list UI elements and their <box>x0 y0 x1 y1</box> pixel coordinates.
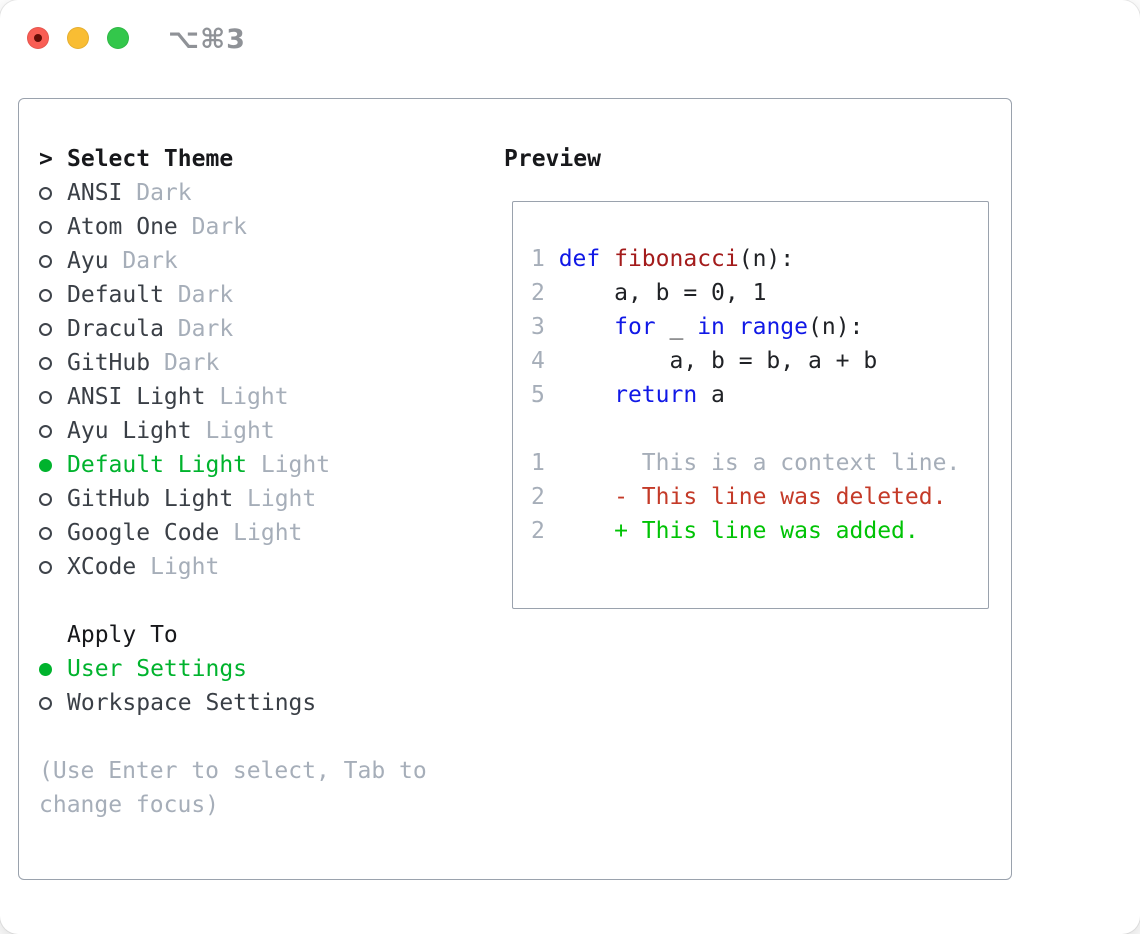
traffic-lights <box>27 27 129 49</box>
theme-variant: Light <box>219 384 289 410</box>
radio-icon <box>39 492 67 506</box>
blank-line <box>531 412 988 446</box>
theme-variant: Dark <box>191 214 248 240</box>
theme-variant: Dark <box>177 316 234 342</box>
radio-icon <box>39 288 67 302</box>
theme-name: Ayu Light <box>67 418 192 444</box>
theme-option-default-light[interactable]: Default Light Light <box>39 448 504 482</box>
theme-option-ansi-light[interactable]: ANSI Light Light <box>39 380 504 414</box>
apply-option-workspace-settings[interactable]: Workspace Settings <box>39 686 504 720</box>
apply-option-user-settings[interactable]: User Settings <box>39 652 504 686</box>
code-line: 2 + This line was added. <box>531 518 919 544</box>
radio-icon <box>39 390 67 404</box>
radio-icon <box>39 254 67 268</box>
apply-option-label: Workspace Settings <box>67 690 317 716</box>
radio-icon <box>39 356 67 370</box>
theme-name: XCode <box>67 554 137 580</box>
preview-title: Preview <box>504 146 601 172</box>
line-number: 5 <box>531 382 559 408</box>
theme-option-ansi[interactable]: ANSI Dark <box>39 176 504 210</box>
theme-name: ANSI Light <box>67 384 206 410</box>
theme-list-header: > Select Theme <box>39 142 504 176</box>
line-number: 1 <box>531 246 559 272</box>
theme-name: Default Light <box>67 452 248 478</box>
radio-icon <box>39 526 67 540</box>
theme-option-atom-one[interactable]: Atom One Dark <box>39 210 504 244</box>
theme-name: Google Code <box>67 520 220 546</box>
apply-to-title: Apply To <box>67 622 178 648</box>
preview-pane: Preview 1 def fibonacci(n): 2 a, b = 0, 1… <box>504 142 1011 609</box>
line-number: 2 <box>531 484 559 510</box>
radio-icon <box>39 186 67 200</box>
focus-arrow-icon: > <box>39 146 53 172</box>
theme-name: Atom One <box>67 214 178 240</box>
keyboard-shortcut-label: ⌥⌘3 <box>168 24 246 55</box>
theme-name: Ayu <box>67 248 109 274</box>
theme-variant: Light <box>247 486 317 512</box>
theme-variant: Light <box>150 554 220 580</box>
preview-code: 1 def fibonacci(n): 2 a, b = 0, 1 3 for _ … <box>531 242 988 548</box>
code-line: 2 a, b = 0, 1 <box>531 280 767 306</box>
theme-option-default[interactable]: Default Dark <box>39 278 504 312</box>
radio-icon <box>39 560 67 574</box>
theme-list-title: Select Theme <box>67 146 234 172</box>
code-line: 2 - This line was deleted. <box>531 484 947 510</box>
theme-variant: Light <box>233 520 303 546</box>
close-button[interactable] <box>27 27 49 49</box>
theme-name: Default <box>67 282 164 308</box>
preview-box: 1 def fibonacci(n): 2 a, b = 0, 1 3 for _ … <box>512 201 989 609</box>
line-number: 3 <box>531 314 559 340</box>
radio-icon <box>39 322 67 336</box>
theme-variant: Dark <box>163 350 220 376</box>
theme-variant: Dark <box>177 282 234 308</box>
code-line: 4 a, b = b, a + b <box>531 348 878 374</box>
window-titlebar: ⌥⌘3 <box>0 0 1140 98</box>
code-line: 3 for _ in range(n): <box>531 314 864 340</box>
apply-option-label: User Settings <box>67 656 248 682</box>
line-number: 2 <box>531 280 559 306</box>
theme-name: ANSI <box>67 180 123 206</box>
selected-radio-icon <box>39 662 67 676</box>
theme-option-xcode[interactable]: XCode Light <box>39 550 504 584</box>
close-dot-icon <box>34 34 42 42</box>
theme-name: Dracula <box>67 316 164 342</box>
code-line: 1 def fibonacci(n): <box>531 246 795 272</box>
theme-variant: Light <box>260 452 331 478</box>
theme-option-ayu-light[interactable]: Ayu Light Light <box>39 414 504 448</box>
theme-option-github[interactable]: GitHub Dark <box>39 346 504 380</box>
radio-icon <box>39 220 67 234</box>
theme-name: GitHub <box>67 350 151 376</box>
hint-text: (Use Enter to select, Tab to change focu… <box>39 758 427 818</box>
radio-icon <box>39 424 67 438</box>
theme-name: GitHub Light <box>67 486 234 512</box>
code-line: 5 return a <box>531 382 725 408</box>
selected-radio-icon <box>39 458 67 472</box>
line-number: 1 <box>531 450 559 476</box>
minimize-button[interactable] <box>67 27 89 49</box>
line-number: 4 <box>531 348 559 374</box>
theme-variant: Dark <box>122 248 178 274</box>
zoom-button[interactable] <box>107 27 129 49</box>
theme-option-google-code[interactable]: Google Code Light <box>39 516 504 550</box>
radio-icon <box>39 696 67 710</box>
theme-option-ayu[interactable]: Ayu Dark <box>39 244 504 278</box>
line-number: 2 <box>531 518 559 544</box>
theme-option-github-light[interactable]: GitHub Light Light <box>39 482 504 516</box>
theme-option-dracula[interactable]: Dracula Dark <box>39 312 504 346</box>
theme-variant: Light <box>205 418 275 444</box>
apply-to-header: Apply To <box>39 618 504 652</box>
code-line: 1 This is a context line. <box>531 450 961 476</box>
theme-variant: Dark <box>136 180 192 206</box>
